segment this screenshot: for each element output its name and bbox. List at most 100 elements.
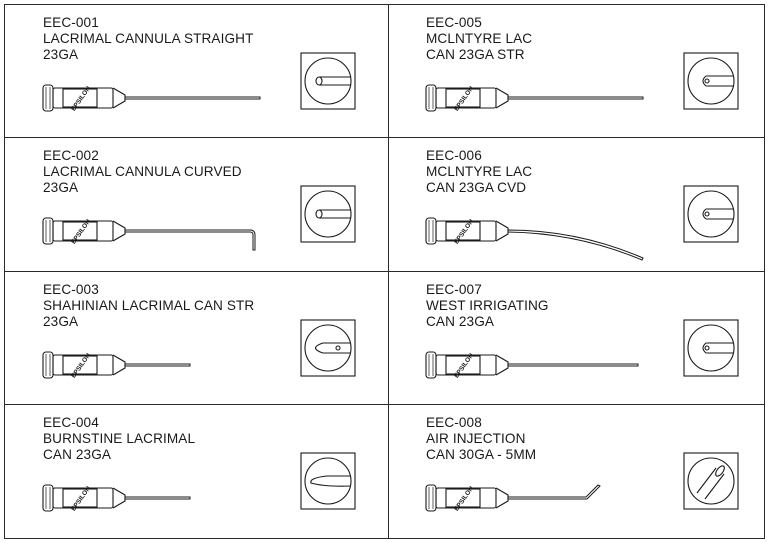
hub-flange xyxy=(425,217,437,245)
tip-detail-view xyxy=(683,319,739,377)
hub-taper xyxy=(112,220,126,242)
product-spec: CAN 30GA - 5MM xyxy=(426,447,537,462)
product-spec: CAN 23GA xyxy=(43,447,112,462)
detail-circle xyxy=(304,457,352,505)
hub-taper xyxy=(495,354,509,376)
detail-frame xyxy=(683,185,739,243)
hub-body xyxy=(435,487,497,509)
product-label: EEC-008 AIR INJECTION CAN 30GA - 5MM xyxy=(426,415,536,463)
cannula-drawing: EPSILON xyxy=(425,452,739,513)
detail-circle xyxy=(687,324,735,372)
product-label: EEC-003 SHAHINIAN LACRIMAL CAN STR 23GA xyxy=(43,282,254,330)
product-code: EEC-005 xyxy=(426,15,482,30)
tip-detail-view xyxy=(300,452,356,510)
product-spec: 23GA xyxy=(43,47,79,62)
product-spec: 23GA xyxy=(43,314,79,329)
tip-detail-view xyxy=(300,52,356,110)
cannula-drawing: EPSILON xyxy=(425,185,739,261)
cannula-drawing: EPSILON xyxy=(42,185,356,251)
product-code: EEC-008 xyxy=(426,415,482,430)
detail-frame xyxy=(300,52,356,110)
hub-flange xyxy=(425,484,437,512)
product-name: AIR INJECTION xyxy=(426,431,526,446)
product-name: MCLNTYRE LAC xyxy=(426,31,533,46)
product-label: EEC-004 BURNSTINE LACRIMAL CAN 23GA xyxy=(43,415,195,463)
hub-grip xyxy=(62,88,98,108)
product-code: EEC-007 xyxy=(426,282,482,297)
hub-taper xyxy=(112,487,126,509)
hub-grip xyxy=(62,488,98,508)
cannula-hub: EPSILON xyxy=(42,217,126,246)
product-code: EEC-003 xyxy=(43,282,99,297)
product-name: SHAHINIAN LACRIMAL CAN STR xyxy=(43,298,255,313)
product-spec: 23GA xyxy=(43,180,79,195)
product-name: LACRIMAL CANNULA CURVED xyxy=(43,164,242,179)
hub-grip xyxy=(445,355,481,375)
product-spec: CAN 23GA xyxy=(426,314,495,329)
product-cell-eec-002: EEC-002 LACRIMAL CANNULA CURVED 23GA EPS… xyxy=(5,138,383,271)
detail-frame xyxy=(300,185,356,243)
detail-frame xyxy=(683,52,739,110)
cannula-hub: EPSILON xyxy=(42,484,126,513)
product-cell-eec-001: EEC-001 LACRIMAL CANNULA STRAIGHT 23GA E… xyxy=(5,5,383,138)
detail-circle xyxy=(304,324,352,372)
detail-frame xyxy=(683,319,739,377)
hub-flange xyxy=(425,351,437,379)
product-label: EEC-006 MCLNTYRE LAC CAN 23GA CVD xyxy=(426,148,532,196)
hub-body xyxy=(435,220,497,242)
hub-grip xyxy=(445,488,481,508)
tip-detail-view xyxy=(683,452,739,510)
product-label: EEC-001 LACRIMAL CANNULA STRAIGHT 23GA xyxy=(43,15,253,63)
cannula-needle xyxy=(507,229,644,261)
product-cell-eec-007: EEC-007 WEST IRRIGATING CAN 23GA EPSILON xyxy=(388,272,766,405)
cannula-drawing: EPSILON xyxy=(42,452,356,513)
row-divider xyxy=(5,137,764,139)
row-divider xyxy=(5,271,764,273)
detail-frame xyxy=(300,452,356,510)
hub-body xyxy=(52,87,114,109)
product-label: EEC-002 LACRIMAL CANNULA CURVED 23GA xyxy=(43,148,242,196)
hub-taper xyxy=(495,220,509,242)
detail-circle xyxy=(687,57,735,105)
hub-flange xyxy=(425,84,437,112)
catalog-grid xyxy=(4,4,765,539)
cannula-drawing: EPSILON xyxy=(425,52,739,113)
hub-flange xyxy=(42,484,54,512)
product-code: EEC-006 xyxy=(426,148,482,163)
cannula-hub: EPSILON xyxy=(425,351,509,380)
product-spec: CAN 23GA STR xyxy=(426,47,525,62)
hub-body xyxy=(435,354,497,376)
product-cell-eec-003: EEC-003 SHAHINIAN LACRIMAL CAN STR 23GA … xyxy=(5,272,383,405)
tip-detail-view xyxy=(683,185,739,243)
cannula-needle xyxy=(507,484,601,500)
cannula-needle xyxy=(124,363,191,367)
hub-taper xyxy=(112,87,126,109)
detail-circle xyxy=(687,190,735,238)
detail-frame xyxy=(683,452,739,510)
cannula-needle xyxy=(124,96,261,100)
cannula-hub: EPSILON xyxy=(425,217,509,246)
detail-circle xyxy=(304,190,352,238)
hub-taper xyxy=(495,487,509,509)
cannula-needle xyxy=(507,96,644,100)
hub-grip xyxy=(62,355,98,375)
hub-body xyxy=(435,87,497,109)
product-spec: CAN 23GA CVD xyxy=(426,180,527,195)
product-name: WEST IRRIGATING xyxy=(426,298,549,313)
hub-flange xyxy=(42,217,54,245)
detail-circle xyxy=(687,457,735,505)
row-divider xyxy=(5,404,764,406)
product-name: MCLNTYRE LAC xyxy=(426,164,533,179)
detail-circle xyxy=(304,57,352,105)
product-name: LACRIMAL CANNULA STRAIGHT xyxy=(43,31,254,46)
product-code: EEC-002 xyxy=(43,148,99,163)
product-cell-eec-006: EEC-006 MCLNTYRE LAC CAN 23GA CVD EPSILO… xyxy=(388,138,766,271)
hub-body xyxy=(52,487,114,509)
hub-flange xyxy=(42,351,54,379)
hub-body xyxy=(52,354,114,376)
cannula-drawing: EPSILON xyxy=(42,319,356,380)
tip-detail-view xyxy=(300,319,356,377)
product-code: EEC-001 xyxy=(43,15,99,30)
product-cell-eec-008: EEC-008 AIR INJECTION CAN 30GA - 5MM EPS… xyxy=(388,405,766,538)
